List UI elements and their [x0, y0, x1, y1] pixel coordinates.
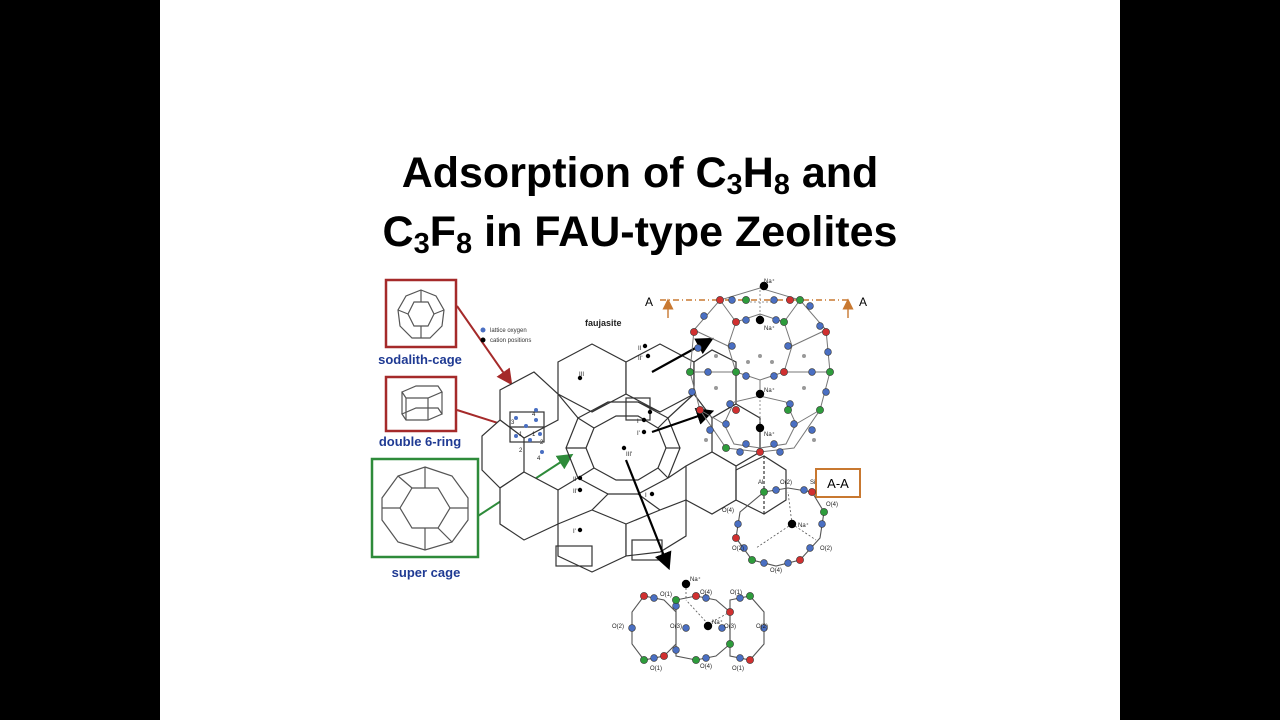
d6r-label: O(1) [730, 590, 742, 596]
site-label: 1 [532, 432, 536, 438]
d6r-label: O(1) [660, 592, 672, 598]
site-label: II' [638, 356, 642, 362]
figure: faujasite lattice oxygen cation position… [370, 278, 867, 672]
site-label: III [579, 372, 584, 378]
double-6-ring-box [384, 375, 458, 433]
legend-oxygen-marker [480, 327, 486, 333]
title-subscript: 3 [413, 228, 430, 260]
slide: Adsorption of C3H8 and C3F8 in FAU-type … [160, 0, 1120, 720]
site-label: 2 [540, 440, 544, 446]
sodalite-section-detail: A A [645, 278, 867, 456]
title-subscript: 8 [456, 228, 473, 260]
d6r-label: Na⁺ [690, 576, 701, 583]
super-cage-caption: super cage [391, 565, 461, 580]
ring-label: O(4) [722, 508, 734, 514]
site-label: II [638, 346, 642, 352]
ring-cross-section: A-A Al O(2) Si O(4) [722, 468, 861, 574]
aa-tag-label: A-A [827, 476, 849, 491]
aa-tag-box [815, 468, 861, 498]
legend-cation-positions: cation positions [490, 338, 531, 344]
double-6-ring-caption: double 6-ring [378, 434, 462, 449]
site-label: 4 [537, 456, 541, 462]
site-label: II [573, 477, 577, 483]
d6r-label: Na⁺ [712, 619, 723, 626]
title-subscript: 3 [726, 169, 743, 201]
legend-lattice-oxygen: lattice oxygen [490, 328, 527, 334]
title-line-1: Adsorption of C3H8 and [160, 149, 1120, 200]
site-label: I' [637, 431, 640, 437]
site-label: 3 [511, 420, 515, 426]
title-line-2: C3F8 in FAU-type Zeolites [160, 208, 1120, 259]
na-ion-label: Na⁺ [764, 278, 775, 285]
ring-label: Na⁺ [798, 522, 809, 529]
site-label: I [645, 493, 647, 499]
ring-label: Al [758, 480, 763, 486]
title-text: in FAU-type Zeolites [472, 208, 898, 256]
ring-label: Si [810, 480, 815, 486]
site-label: I' [573, 529, 576, 535]
faujasite-title: faujasite [585, 318, 622, 328]
site-label: II' [573, 489, 577, 495]
title-text: F [429, 208, 457, 256]
site-label: 4 [532, 412, 536, 418]
site-label: I [637, 419, 639, 425]
title-text: and [789, 149, 879, 197]
d6r-label: O(4) [700, 590, 712, 596]
title-text: C [382, 208, 414, 256]
title-text: H [742, 149, 774, 197]
d6r-label: O(3) [670, 624, 682, 630]
title-subscript: 8 [773, 169, 790, 201]
ring-label: O(2) [820, 546, 832, 552]
na-ion-label: Na⁺ [764, 387, 775, 394]
title-text: Adsorption of C [401, 149, 727, 197]
site-label: 1 [519, 432, 523, 438]
d6r-label: O(1) [732, 666, 744, 672]
d6r-label: O(3) [724, 624, 736, 630]
section-marker-left: A [645, 295, 653, 309]
sodalith-cage-box [384, 278, 458, 349]
ring-label: O(2) [780, 480, 792, 486]
site-label: 2 [519, 448, 523, 454]
na-ion-label: Na⁺ [764, 431, 775, 438]
legend-cation-marker [480, 337, 486, 343]
na-ion-label: Na⁺ [764, 325, 775, 332]
d6r-label: O(2) [612, 624, 624, 630]
ring-label: O(4) [826, 502, 838, 508]
d6r-label: O(1) [650, 666, 662, 672]
super-cage-box [370, 457, 480, 559]
site-label: III' [626, 452, 632, 458]
faujasite-framework: faujasite lattice oxygen cation position… [480, 318, 787, 573]
d6r-detail: Na⁺ O(1) O(4) O(1) O(2) O(3) O(3) O(2) O… [612, 576, 768, 672]
section-marker-right: A [859, 295, 867, 309]
sodalith-cage-caption: sodalith-cage [378, 352, 462, 367]
d6r-label: O(4) [700, 664, 712, 670]
d6r-label: O(2) [756, 624, 768, 630]
ring-label: O(4) [770, 568, 782, 574]
ring-label: O(2) [732, 546, 744, 552]
